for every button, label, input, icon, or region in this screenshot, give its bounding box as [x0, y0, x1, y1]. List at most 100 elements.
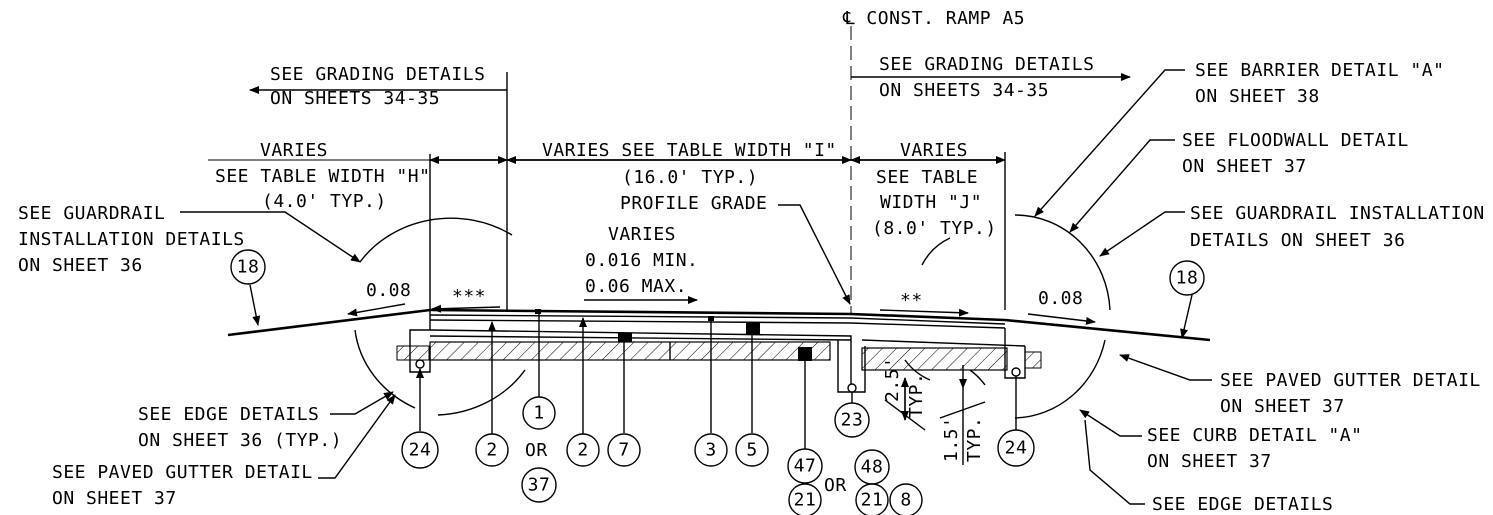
callout-3: 3	[694, 433, 728, 467]
svg-text:OR: OR	[824, 475, 847, 496]
svg-text:ON SHEET 37: ON SHEET 37	[1147, 451, 1272, 472]
svg-text:48: 48	[861, 457, 884, 478]
svg-text:SEE FLOODWALL DETAIL: SEE FLOODWALL DETAIL	[1182, 130, 1409, 151]
svg-text:SEE GRADING DETAILS: SEE GRADING DETAILS	[879, 54, 1094, 75]
svg-text:3: 3	[705, 440, 716, 461]
svg-text:0.08: 0.08	[1038, 288, 1083, 309]
svg-text:47: 47	[794, 456, 817, 477]
callout-5: 5	[735, 433, 769, 467]
width-h-dimension: VARIES SEE TABLE WIDTH "H" (4.0' TYP.)	[208, 140, 508, 310]
svg-text:ON SHEET 37: ON SHEET 37	[1182, 156, 1307, 177]
svg-text:SEE CURB DETAIL "A": SEE CURB DETAIL "A"	[1147, 425, 1362, 446]
svg-text:23: 23	[841, 410, 864, 431]
roadway-section	[227, 308, 1211, 393]
svg-text:0.08: 0.08	[366, 280, 411, 301]
svg-text:SEE PAVED GUTTER DETAIL: SEE PAVED GUTTER DETAIL	[1220, 370, 1481, 391]
callout-2-b: 2	[566, 433, 600, 467]
svg-text:2: 2	[486, 440, 497, 461]
callout-37: 37	[521, 467, 557, 503]
note-floodwall: SEE FLOODWALL DETAIL ON SHEET 37	[1069, 130, 1409, 233]
callout-18-right: 18	[1169, 260, 1205, 296]
svg-text:SEE GUARDRAIL: SEE GUARDRAIL	[18, 203, 165, 224]
svg-text:VARIES: VARIES	[900, 140, 968, 161]
callout-48: 48	[854, 449, 890, 485]
grading-details-right: SEE GRADING DETAILS ON SHEETS 34-35	[851, 54, 1131, 101]
svg-text:2.5': 2.5'	[882, 357, 903, 402]
svg-text:DETAILS ON SHEET 36: DETAILS ON SHEET 36	[1190, 230, 1405, 251]
svg-text:1: 1	[533, 403, 544, 424]
callout-23: 23	[834, 402, 870, 438]
callout-leaders	[249, 284, 1193, 450]
callout-24-left: 24	[401, 431, 439, 469]
callout-21-b: 21	[855, 483, 889, 515]
callout-18-left: 18	[230, 249, 266, 285]
svg-text:ON SHEETS 34-35: ON SHEETS 34-35	[879, 80, 1049, 101]
callout-24-right: 24	[997, 429, 1035, 467]
callout-1: 1	[522, 396, 556, 430]
svg-text:(16.0' TYP.): (16.0' TYP.)	[622, 167, 758, 188]
svg-text:2: 2	[577, 440, 588, 461]
svg-text:0.06 MAX.: 0.06 MAX.	[585, 276, 687, 297]
svg-text:SEE GUARDRAIL INSTALLATION: SEE GUARDRAIL INSTALLATION	[1190, 203, 1485, 224]
note-curb: SEE CURB DETAIL "A" ON SHEET 37	[1079, 409, 1362, 472]
note-guardrail-right: SEE GUARDRAIL INSTALLATION DETAILS ON SH…	[1099, 203, 1485, 257]
svg-text:INSTALLATION DETAILS: INSTALLATION DETAILS	[18, 229, 245, 250]
svg-text:SEE GRADING DETAILS: SEE GRADING DETAILS	[270, 64, 485, 85]
callout-8: 8	[889, 483, 923, 515]
callout-47: 47	[787, 448, 823, 484]
svg-text:21: 21	[794, 490, 817, 511]
note-gutter-right: SEE PAVED GUTTER DETAIL ON SHEET 37	[1119, 354, 1481, 417]
svg-text:ON SHEETS 34-35: ON SHEETS 34-35	[270, 88, 440, 109]
shoulder-slope-right: **	[879, 290, 969, 317]
callout-21-a: 21	[788, 483, 822, 515]
svg-text:ON SHEET 36: ON SHEET 36	[18, 255, 143, 276]
width-i-dimension: VARIES SEE TABLE WIDTH "I" (16.0' TYP.)	[506, 140, 852, 188]
svg-text:ON SHEET 37: ON SHEET 37	[52, 488, 177, 509]
svg-text:VARIES: VARIES	[260, 140, 328, 161]
side-slope-left: 0.08	[347, 280, 411, 317]
svg-text:5: 5	[746, 440, 757, 461]
svg-text:21: 21	[861, 490, 884, 511]
note-edge-left: SEE EDGE DETAILS ON SHEET 36 (TYP.)	[138, 391, 394, 451]
detail-callout-arcs	[354, 214, 1111, 419]
note-barrier: SEE BARRIER DETAIL "A" ON SHEET 38	[1034, 60, 1444, 217]
svg-text:TYP.: TYP.	[906, 373, 927, 418]
svg-text:SEE TABLE WIDTH "H": SEE TABLE WIDTH "H"	[215, 166, 430, 187]
note-edge-right: SEE EDGE DETAILS	[1084, 419, 1333, 515]
svg-text:**: **	[900, 290, 923, 311]
shoulder-slope-left: ***	[431, 286, 501, 313]
svg-text:SEE TABLE: SEE TABLE	[876, 167, 978, 188]
svg-text:24: 24	[1005, 438, 1028, 459]
svg-text:SEE BARRIER DETAIL "A": SEE BARRIER DETAIL "A"	[1195, 60, 1444, 81]
svg-text:ON SHEET 37: ON SHEET 37	[1220, 396, 1345, 417]
dimension-1-5: 1.5' TYP.	[939, 365, 986, 465]
svg-text:1.5': 1.5'	[941, 417, 962, 462]
svg-text:18: 18	[237, 257, 260, 278]
profile-grade: PROFILE GRADE	[620, 193, 851, 305]
svg-text:OR: OR	[525, 440, 548, 461]
svg-text:7: 7	[618, 440, 629, 461]
svg-text:(4.0' TYP.): (4.0' TYP.)	[262, 191, 387, 212]
svg-text:TYP.: TYP.	[964, 417, 985, 462]
note-gutter-left: SEE PAVED GUTTER DETAIL ON SHEET 37	[52, 394, 396, 509]
svg-text:SEE EDGE DETAILS: SEE EDGE DETAILS	[1152, 494, 1333, 515]
grading-details-left: SEE GRADING DETAILS ON SHEETS 34-35	[249, 64, 508, 310]
svg-text:***: ***	[452, 286, 486, 307]
svg-text:WIDTH "J": WIDTH "J"	[880, 192, 982, 213]
callout-2-a: 2	[475, 433, 509, 467]
dimension-2-5: 2.5' TYP.	[882, 357, 927, 431]
or-labels: OR OR	[525, 440, 847, 496]
svg-text:SEE EDGE DETAILS: SEE EDGE DETAILS	[138, 404, 319, 425]
slope-main: VARIES 0.016 MIN. 0.06 MAX.	[584, 224, 698, 304]
note-guardrail-left: SEE GUARDRAIL INSTALLATION DETAILS ON SH…	[18, 203, 361, 276]
svg-text:(8.0' TYP.): (8.0' TYP.)	[872, 218, 997, 239]
centerline: ℄ CONST. RAMP A5	[842, 8, 1025, 315]
width-j-dimension: VARIES SEE TABLE WIDTH "J" (8.0' TYP.)	[850, 140, 1006, 310]
svg-text:ON SHEET 38: ON SHEET 38	[1195, 86, 1320, 107]
svg-text:PROFILE GRADE: PROFILE GRADE	[620, 193, 767, 214]
svg-text:37: 37	[528, 475, 551, 496]
svg-text:24: 24	[409, 440, 432, 461]
svg-text:ON SHEET 36 (TYP.): ON SHEET 36 (TYP.)	[138, 430, 342, 451]
svg-text:0.016 MIN.: 0.016 MIN.	[585, 250, 698, 271]
svg-text:VARIES SEE TABLE WIDTH "I": VARIES SEE TABLE WIDTH "I"	[542, 140, 837, 161]
